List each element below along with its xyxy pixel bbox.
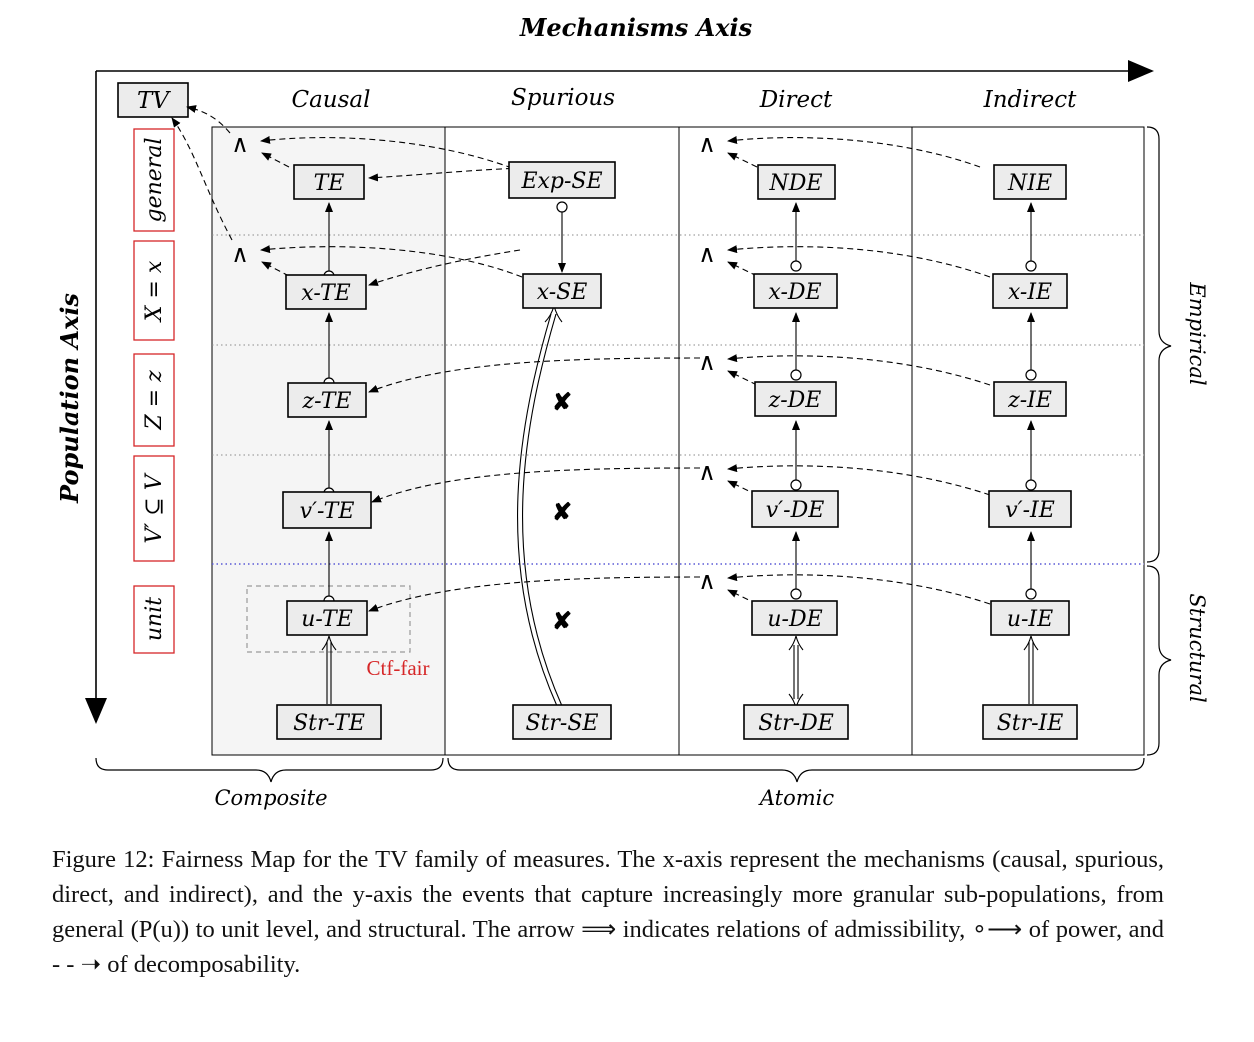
svg-text:NIE: NIE [1007,171,1052,196]
cross-mark-v-se: ✘ [552,497,572,526]
caption-text-2: indicates relations of admissibility, [616,916,972,943]
svg-text:x-DE: x-DE [768,280,821,305]
power-arrows [325,202,1035,597]
svg-text:z-TE: z-TE [302,389,352,414]
svg-text:Str-TE: Str-TE [293,711,365,736]
atomic-label: Atomic [758,786,835,810]
column-header-causal: Causal [292,87,371,113]
node-x-de: x-DE [753,273,838,309]
admissibility-arrows [321,304,1039,709]
node-te: TE [293,164,365,200]
cross-mark-u-se: ✘ [552,606,572,635]
row-label-z: Z = z [133,353,175,447]
caption-text-4: of decomposability. [101,951,301,978]
node-x-se: x-SE [522,273,602,309]
atomic-brace [447,757,1145,783]
conjunction-symbol: ∧ [698,240,716,268]
svg-text:v′-DE: v′-DE [766,498,825,523]
svg-text:Exp-SE: Exp-SE [520,169,602,194]
conjunction-symbol: ∧ [698,567,716,595]
node-u-de: u-DE [751,600,838,636]
svg-text:u-TE: u-TE [301,607,353,632]
row-label-general: general [133,128,175,232]
node-str-te: Str-TE [276,704,382,740]
svg-text:Str-SE: Str-SE [526,711,599,736]
composite-brace [95,757,444,783]
caption-text-1: Figure 12: Fairness Map for the TV famil… [52,846,1171,943]
grid-frame [211,126,1145,756]
node-str-se: Str-SE [512,704,612,740]
population-axis-title: Population Axis [55,293,84,504]
not-available-marks: ✘ ✘ ✘ [552,387,572,635]
node-u-te: u-TE [286,600,368,636]
node-u-ie: u-IE [990,600,1070,636]
node-z-ie: z-IE [993,381,1067,417]
caption-text-3: of power, and [1022,916,1171,943]
node-str-de: Str-DE [743,704,849,740]
decomposability-arrows [171,105,991,612]
fairness-map-diagram: Mechanisms Axis Population Axis Causal S… [55,13,1209,810]
conjunction-symbols: ∧ ∧ ∧ ∧ ∧ ∧ ∧ [231,130,716,595]
svg-text:X = x: X = x [142,260,167,323]
svg-text:x-SE: x-SE [537,280,588,305]
svg-text:NDE: NDE [769,171,823,196]
node-v-ie: v′-IE [988,490,1072,528]
structural-label: Structural [1185,593,1209,702]
svg-text:x-IE: x-IE [1008,280,1052,305]
svg-text:u-IE: u-IE [1007,607,1053,632]
tv-node: TV [117,82,189,118]
figure-caption: Figure 12: Fairness Map for the TV famil… [52,842,1164,982]
power-arrow-symbol: ∘⟶ [971,916,1023,943]
node-v-de: v′-DE [751,490,839,528]
node-x-ie: x-IE [992,273,1068,309]
column-header-spurious: Spurious [511,85,615,111]
svg-text:z-DE: z-DE [768,388,822,413]
mechanisms-axis-title: Mechanisms Axis [519,13,753,42]
admissibility-arrow-symbol: ⟹ [581,916,617,943]
column-header-indirect: Indirect [983,87,1077,113]
svg-text:u-DE: u-DE [767,607,822,632]
cross-mark-z-se: ✘ [552,387,572,416]
svg-text:Str-IE: Str-IE [997,711,1064,736]
svg-text:x-TE: x-TE [301,281,350,306]
conjunction-symbol: ∧ [231,130,249,158]
node-z-de: z-DE [754,381,837,417]
composite-label: Composite [214,786,327,810]
node-nie: NIE [993,164,1067,200]
conjunction-symbol: ∧ [231,240,249,268]
node-str-ie: Str-IE [982,704,1078,740]
conjunction-symbol: ∧ [698,130,716,158]
conjunction-symbol: ∧ [698,458,716,486]
ctf-fair-label: Ctf-fair [367,656,430,680]
svg-text:V′ ⊆ V: V′ ⊆ V [142,472,167,543]
node-nde: NDE [757,164,836,200]
svg-text:general: general [142,138,167,223]
conjunction-symbol: ∧ [698,348,716,376]
svg-text:v′-IE: v′-IE [1005,498,1055,523]
row-label-v-prime: V′ ⊆ V [133,455,175,562]
svg-text:TE: TE [314,171,345,196]
row-label-unit: unit [133,585,175,654]
svg-text:z-IE: z-IE [1007,388,1052,413]
row-label-x: X = x [133,240,175,341]
structural-brace [1146,565,1172,756]
column-header-direct: Direct [759,87,833,113]
svg-text:Z = z: Z = z [142,370,167,431]
node-z-te: z-TE [287,382,367,418]
tv-label: TV [137,88,171,114]
empirical-label: Empirical [1185,281,1209,385]
svg-text:unit: unit [142,597,167,641]
braces [95,126,1172,783]
svg-text:v′-TE: v′-TE [300,499,355,524]
node-exp-se: Exp-SE [508,161,616,199]
decomposability-arrow-symbol: - - ➝ [52,951,102,978]
node-v-te: v′-TE [282,491,372,529]
node-x-te: x-TE [285,274,367,310]
empirical-brace [1146,126,1172,563]
svg-text:Str-DE: Str-DE [758,711,834,736]
